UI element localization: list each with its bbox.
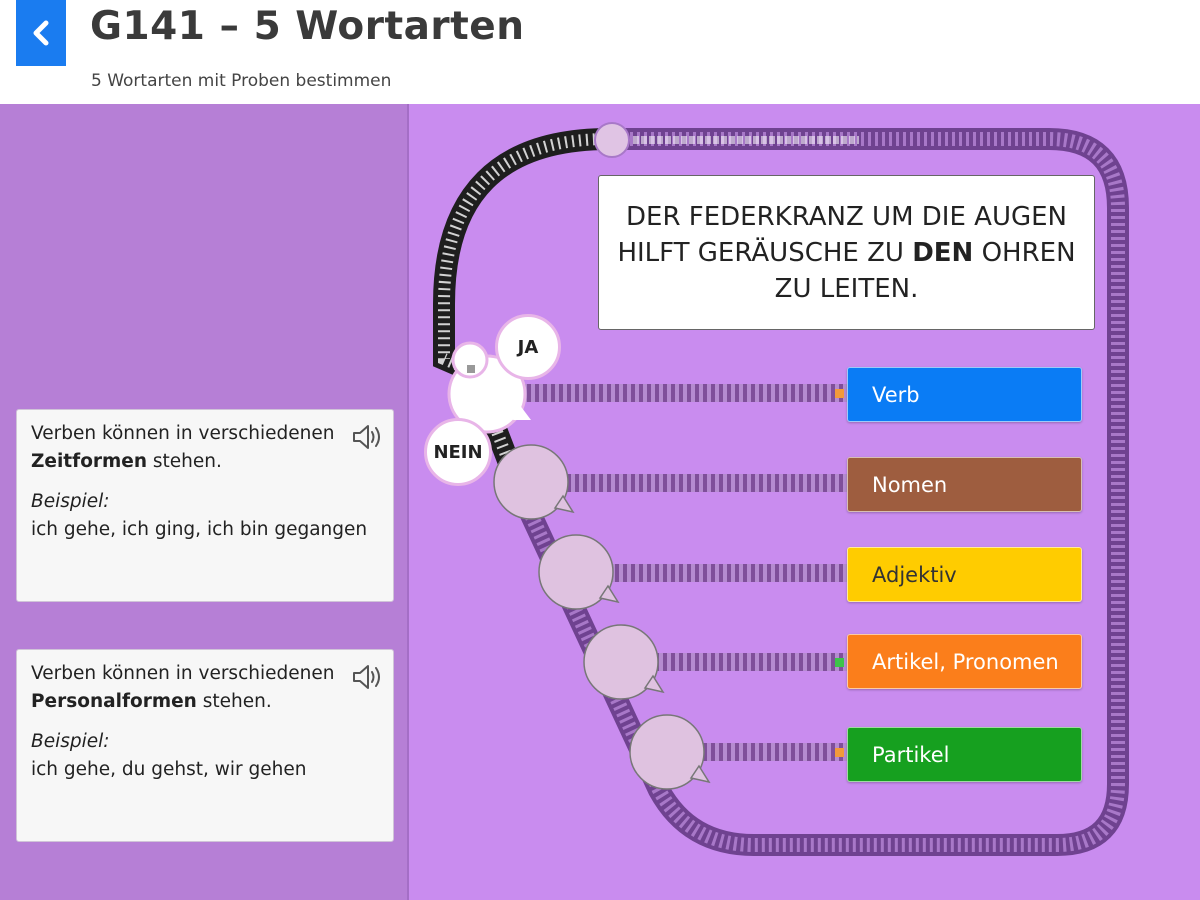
example-text: ich gehe, ich ging, ich bin gegangen [31, 519, 368, 540]
ja-button[interactable]: JA [495, 314, 561, 380]
word-type-adjektiv-button[interactable]: Adjektiv [847, 547, 1082, 602]
card-text: Verben können in verschiedenen [31, 663, 335, 684]
branch-lines [519, 384, 849, 761]
word-type-artikel-button[interactable]: Artikel, Pronomen [847, 634, 1082, 689]
word-type-nomen-button[interactable]: Nomen [847, 457, 1082, 512]
example-label: Beispiel: [31, 491, 110, 512]
station-top [594, 122, 630, 158]
card-bold-term: Zeitformen [31, 451, 148, 472]
page-title: G141 – 5 Wortarten [90, 4, 525, 49]
exercise-area: Der Federkranz um die Augen hilft Geräus… [409, 104, 1200, 900]
railway-track [433, 122, 1129, 856]
page-subtitle: 5 Wortarten mit Proben bestimmen [91, 71, 392, 91]
info-card-personalformen: Verben können in verschiedenen Personalf… [16, 649, 394, 842]
card-text-2: Zeitformen stehen. [31, 451, 222, 472]
nein-button[interactable]: NEIN [424, 418, 492, 486]
card-text-2: Personalformen stehen. [31, 691, 272, 712]
card-bold-term: Personalformen [31, 691, 197, 712]
info-card-zeitformen: Verben können in verschiedenen Zeitforme… [16, 409, 394, 602]
word-type-verb-button[interactable]: Verb [847, 367, 1082, 422]
chevron-left-icon [33, 20, 49, 46]
example-text: ich gehe, du gehst, wir gehen [31, 759, 307, 780]
speaker-icon[interactable] [351, 422, 385, 452]
header: G141 – 5 Wortarten 5 Wortarten mit Probe… [0, 0, 1200, 104]
word-type-partikel-button[interactable]: Partikel [847, 727, 1082, 782]
card-text: Verben können in verschiedenen [31, 423, 335, 444]
speaker-icon[interactable] [351, 662, 385, 692]
switch-nodes [447, 341, 711, 790]
sentence-text: Der Federkranz um die Augen hilft Geräus… [617, 201, 1076, 304]
sentence-box: Der Federkranz um die Augen hilft Geräus… [598, 175, 1095, 330]
back-button[interactable] [16, 0, 66, 66]
highlighted-word: den [912, 237, 974, 268]
example-label: Beispiel: [31, 731, 110, 752]
